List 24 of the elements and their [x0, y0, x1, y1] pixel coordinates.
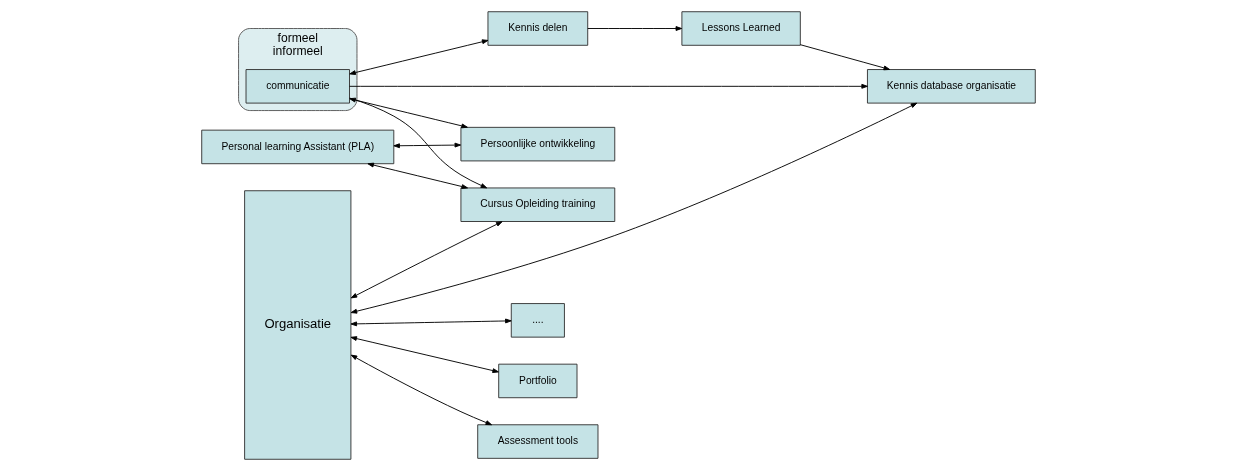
node-box: Assessment tools [476, 424, 598, 459]
node-box: communicatie [245, 69, 350, 104]
node-box: Lessons Learned [680, 11, 801, 46]
node-box: Personal learning Assistant (PLA) [200, 129, 394, 165]
node-box: Organisatie [243, 190, 351, 460]
node-box: Portfolio [497, 363, 577, 399]
arrow [350, 221, 503, 299]
arrow [350, 102, 917, 314]
node-box: Kennis delen [487, 11, 588, 46]
node-box: Persoonlijke ontwikkeling [459, 126, 615, 162]
node-box: Kennis database organisatie [866, 69, 1036, 104]
arrow [366, 162, 468, 189]
arrow [350, 318, 512, 327]
arrow [348, 83, 868, 89]
arrow [586, 26, 682, 31]
arrow [348, 97, 468, 129]
arrow [799, 44, 890, 71]
arrow [350, 336, 499, 373]
arrow [350, 354, 492, 426]
arrow [348, 39, 488, 75]
arrow [392, 142, 461, 149]
node-box: Cursus Opleiding training [459, 187, 615, 222]
arrow [348, 97, 487, 189]
node-box: .... [510, 303, 565, 338]
